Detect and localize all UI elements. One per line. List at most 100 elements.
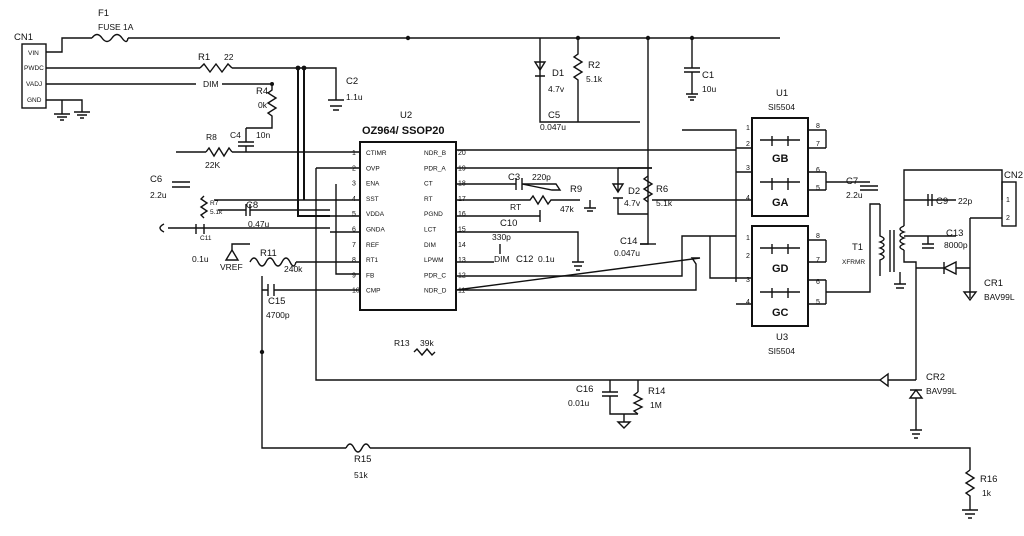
c8-value: 0.47u xyxy=(248,219,270,229)
diode-cr1: CR1 BAV99L xyxy=(942,260,1015,302)
u2-pin-name: PGND xyxy=(424,211,443,218)
svg-text:3: 3 xyxy=(746,165,750,172)
u2-pin-num: 5 xyxy=(352,211,356,218)
c9-value: 22p xyxy=(958,196,972,206)
u2-ref: U2 xyxy=(400,110,412,121)
u2-pin-name: REF xyxy=(366,242,379,249)
capacitor-c13: C13 8000p xyxy=(922,228,968,250)
c7-ref: C7 xyxy=(846,176,858,187)
c8-ref: C8 xyxy=(246,200,258,211)
u2-pin-name: VDDA xyxy=(366,211,385,218)
r15-value: 51k xyxy=(354,470,368,480)
diode-cr2: CR2 BAV99L xyxy=(878,372,957,399)
zener-d1: D1 4.7v xyxy=(533,61,565,94)
r4-value: 0k xyxy=(258,100,268,110)
u1-gate-b: GB xyxy=(772,153,789,165)
capacitor-c6: C6 2.2u xyxy=(150,174,190,200)
t1-value: XFRMR xyxy=(842,259,865,266)
u3-gate-d: GD xyxy=(772,263,789,275)
capacitor-c16: C16 0.01u xyxy=(568,384,638,415)
resistor-r4: R4 0k xyxy=(256,84,278,120)
resistor-r15: R15 51k xyxy=(345,443,371,480)
svg-text:8: 8 xyxy=(816,233,820,240)
f1-value: FUSE 1A xyxy=(98,22,134,32)
resistor-r1: R1 22 xyxy=(198,52,234,74)
svg-text:3: 3 xyxy=(746,277,750,284)
c16-value: 0.01u xyxy=(568,398,590,408)
svg-text:6: 6 xyxy=(816,167,820,174)
cn2-pin-1: 1 xyxy=(1006,197,1010,204)
resistor-r16: R16 1k xyxy=(964,469,997,510)
cn1-pin-gnd: GND xyxy=(27,97,42,104)
cn1-ref: CN1 xyxy=(14,32,33,43)
capacitor-c3: C3 220p xyxy=(456,172,562,191)
c11-value: 0.1u xyxy=(192,254,209,264)
u2-pin-name: GNDA xyxy=(366,227,385,234)
svg-text:1: 1 xyxy=(746,125,750,132)
u2-pin-name: RT1 xyxy=(366,257,379,264)
r15-ref: R15 xyxy=(354,454,371,465)
resistor-r11: R11 240k xyxy=(249,248,303,274)
u3-ref: U3 xyxy=(776,332,788,343)
connector-cn2: CN2 1 2 xyxy=(1001,170,1023,227)
r16-value: 1k xyxy=(982,488,992,498)
d2-value: 4.7v xyxy=(624,198,641,208)
vref-label: VREF xyxy=(220,262,243,272)
u2-pin-num: 9 xyxy=(352,272,356,279)
capacitor-c12: DIM C12 0.1u xyxy=(494,254,555,265)
c12-dim-label: DIM xyxy=(494,254,510,264)
capacitor-c4: C4 10n xyxy=(230,128,270,152)
connector-cn1: CN1 VIN PWDC VADJ GND xyxy=(14,32,47,109)
u2-pin-name: ENA xyxy=(366,181,380,188)
cr1-ref: CR1 xyxy=(984,278,1003,289)
c3-ref: C3 xyxy=(508,172,520,183)
u2-pin-name: RT xyxy=(424,196,433,203)
cr2-value: BAV99L xyxy=(926,386,957,396)
mosfet-u1: U1 SI5504 1 2 3 4 8 7 6 5 GB GA xyxy=(736,88,826,217)
capacitor-c8: C8 0.47u xyxy=(218,200,330,229)
vref-node: VREF xyxy=(220,243,250,272)
r6-value: 5.1k xyxy=(656,198,673,208)
c13-value: 8000p xyxy=(944,240,968,250)
u2-pin-num: 6 xyxy=(352,227,356,234)
c2-value: 1.1u xyxy=(346,92,363,102)
c9-ref: C9 xyxy=(936,196,948,207)
c12-value: 0.1u xyxy=(538,254,555,264)
capacitor-c2: C2 1.1u xyxy=(328,76,363,111)
u2-pin-num: 7 xyxy=(352,242,356,249)
r14-value: 1M xyxy=(650,400,662,410)
r1-ref: R1 xyxy=(198,52,210,63)
svg-text:5: 5 xyxy=(816,185,820,192)
u2-part: OZ964/ SSOP20 xyxy=(362,125,445,137)
cr1-value: BAV99L xyxy=(984,292,1015,302)
r7-ref: R7 xyxy=(210,200,219,207)
c10-ref: C10 xyxy=(500,218,517,229)
r14-ref: R14 xyxy=(648,386,665,397)
u2-pin-num: 20 xyxy=(458,150,466,157)
resistor-r8: R8 22K xyxy=(205,132,233,170)
capacitor-c15: C15 4700p xyxy=(266,284,290,320)
c4-value: 10n xyxy=(256,130,270,140)
r9-rt-label: RT xyxy=(510,202,521,212)
c2-ref: C2 xyxy=(346,76,358,87)
resistor-r7: R7 5.1k xyxy=(199,195,223,219)
d1-ref: D1 xyxy=(552,68,564,79)
cn1-pin-pwdc: PWDC xyxy=(24,65,44,72)
c15-value: 4700p xyxy=(266,310,290,320)
d1-value: 4.7v xyxy=(548,84,565,94)
u2-pin-num: 14 xyxy=(458,242,466,249)
u2-pin-name: OVP xyxy=(366,165,380,172)
u2-pin-num: 3 xyxy=(352,181,356,188)
mosfet-u3: 1 2 3 4 8 7 6 5 GD GC U3 SI5504 xyxy=(736,225,826,356)
c5-ref: C5 xyxy=(548,110,560,121)
c14-value: 0.047u xyxy=(614,248,640,258)
c3-value: 220p xyxy=(532,172,551,182)
svg-text:7: 7 xyxy=(816,257,820,264)
cn1-pin-vin: VIN xyxy=(28,50,39,57)
capacitor-c1: C1 10u xyxy=(684,38,716,101)
c6-value: 2.2u xyxy=(150,190,167,200)
u2-pin-name: CMP xyxy=(366,288,380,295)
c10-value: 330p xyxy=(492,232,511,242)
cn2-pin-2: 2 xyxy=(1006,215,1010,222)
